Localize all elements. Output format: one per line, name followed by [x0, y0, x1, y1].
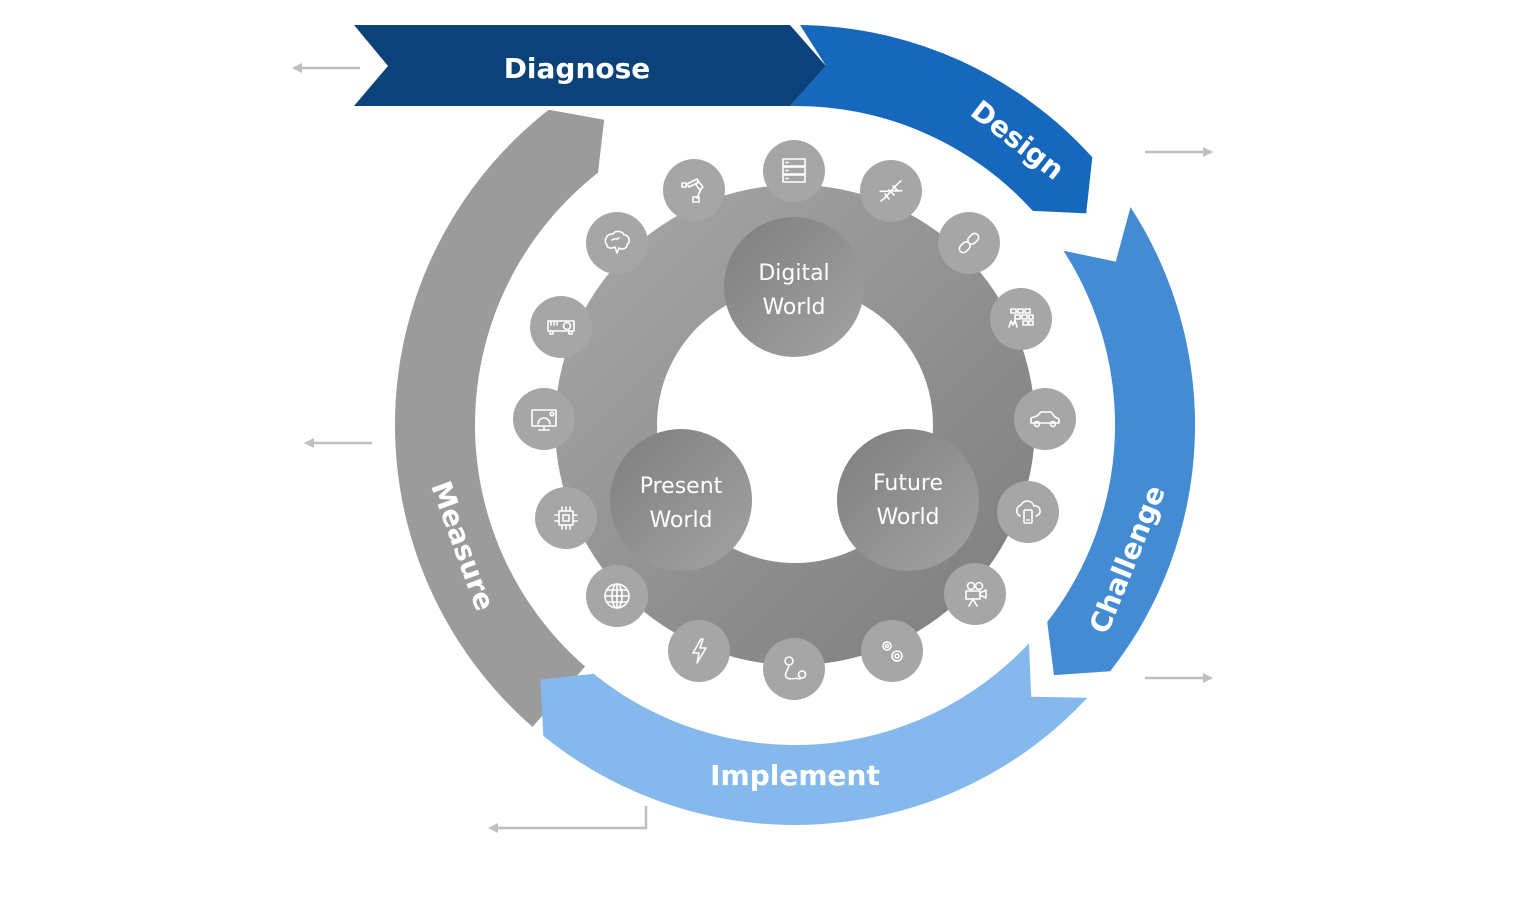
icon-bubble-bg	[763, 140, 825, 202]
icon-bubble-bg	[944, 563, 1006, 625]
phase-segment-design[interactable]	[790, 25, 1093, 214]
world-label-digital-line1: Digital	[758, 261, 829, 286]
icon-bubble-bg	[535, 487, 597, 549]
globe-icon	[604, 583, 630, 609]
dna-icon	[879, 180, 903, 202]
chip-icon	[554, 506, 578, 530]
icon-bubble-car[interactable]	[1014, 388, 1076, 450]
icon-bubble-bg	[530, 296, 592, 358]
icon-bubble-monitor-settings[interactable]	[513, 388, 575, 450]
icon-bubble-bg	[997, 481, 1059, 543]
icon-bubble-bg	[763, 638, 825, 700]
icon-bubble-projector[interactable]	[530, 296, 592, 358]
icon-bubble-dna[interactable]	[860, 160, 922, 222]
icon-bubble-robot-arm[interactable]	[663, 159, 725, 221]
world-label-digital-line2: World	[762, 295, 825, 320]
monitor-settings-icon	[531, 409, 557, 431]
icon-bubble-bg	[513, 388, 575, 450]
robot-arm-icon	[681, 178, 704, 203]
car-icon	[1030, 411, 1060, 428]
route-icon	[784, 656, 807, 680]
icon-bubble-server[interactable]	[763, 140, 825, 202]
technology-icons	[513, 140, 1076, 700]
icon-bubble-link[interactable]	[938, 212, 1000, 274]
world-circle-future-bg	[837, 429, 979, 571]
icon-bubble-cloud-mobile[interactable]	[997, 481, 1059, 543]
world-circle-future[interactable]: Future World	[837, 429, 979, 571]
phase-segment-measure[interactable]	[394, 109, 605, 727]
side-arrows	[292, 63, 1213, 833]
phase-segment-challenge[interactable]	[1047, 207, 1196, 676]
world-circle-digital[interactable]: Digital World	[724, 217, 864, 357]
lightning-icon	[692, 638, 707, 664]
phase-segment-implement[interactable]	[540, 643, 1088, 825]
phase-label-implement: Implement	[710, 759, 880, 792]
world-label-future-line1: Future	[873, 471, 943, 496]
icon-bubble-route[interactable]	[763, 638, 825, 700]
brain-icon	[604, 230, 630, 254]
icon-bubble-brain[interactable]	[586, 212, 648, 274]
world-label-present-line1: Present	[640, 474, 723, 499]
world-circle-digital-bg	[724, 217, 864, 357]
gears-icon	[882, 641, 903, 662]
link-icon	[958, 232, 980, 254]
icon-bubble-lightning[interactable]	[668, 620, 730, 682]
icon-bubble-bg	[1014, 388, 1076, 450]
icon-bubble-globe[interactable]	[586, 565, 648, 627]
arrow-implement	[488, 806, 648, 833]
video-camera-icon	[965, 581, 987, 607]
icon-bubble-firewall[interactable]	[990, 288, 1052, 350]
cloud-mobile-icon	[1016, 500, 1041, 524]
icon-bubble-bg	[663, 159, 725, 221]
world-label-present-line2: World	[649, 508, 712, 533]
world-circle-present-bg	[610, 429, 752, 571]
icon-bubble-video-camera[interactable]	[944, 563, 1006, 625]
icon-bubble-chip[interactable]	[535, 487, 597, 549]
world-label-future-line2: World	[876, 505, 939, 530]
phase-segment-diagnose[interactable]	[354, 25, 826, 106]
icon-bubble-bg	[668, 620, 730, 682]
icon-bubble-gears[interactable]	[861, 620, 923, 682]
projector-icon	[547, 320, 575, 335]
world-circle-present[interactable]: Present World	[610, 429, 752, 571]
server-icon	[782, 158, 806, 183]
icon-bubble-bg	[990, 288, 1052, 350]
icon-bubble-bg	[861, 620, 923, 682]
firewall-icon	[1008, 308, 1034, 328]
phase-label-diagnose: Diagnose	[504, 52, 651, 85]
icon-bubble-bg	[586, 212, 648, 274]
